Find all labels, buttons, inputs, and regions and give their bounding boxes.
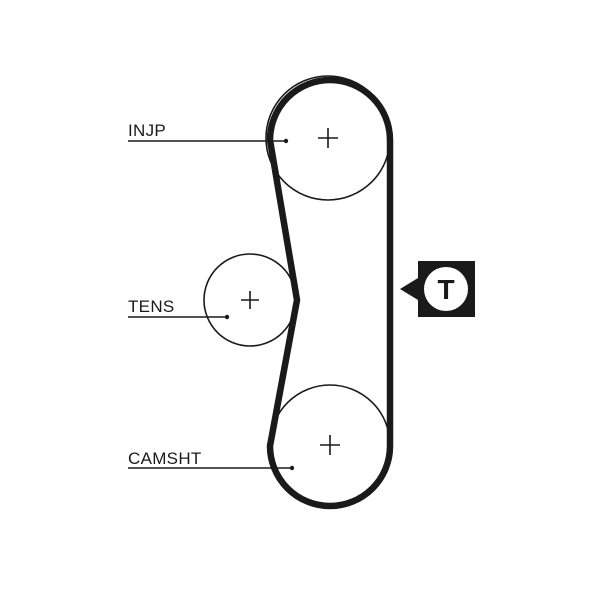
tension-direction-icon: [400, 278, 418, 300]
plus-center-icon: [241, 291, 259, 309]
tension-badge-circle: [424, 267, 468, 311]
camsht-label: CAMSHT: [128, 449, 202, 468]
injp-label: INJP: [128, 121, 166, 140]
tens-leader-line: [128, 314, 230, 320]
tension-badge-letter: T: [437, 274, 454, 305]
injp-leader-line: [128, 138, 289, 144]
plus-center-icon: [320, 435, 340, 455]
camsht-leader-line: [128, 465, 295, 471]
plus-center-icon: [318, 128, 338, 148]
tension-badge: T: [400, 261, 475, 317]
timing-belt: [266, 76, 394, 510]
tens-label: TENS: [128, 297, 175, 316]
